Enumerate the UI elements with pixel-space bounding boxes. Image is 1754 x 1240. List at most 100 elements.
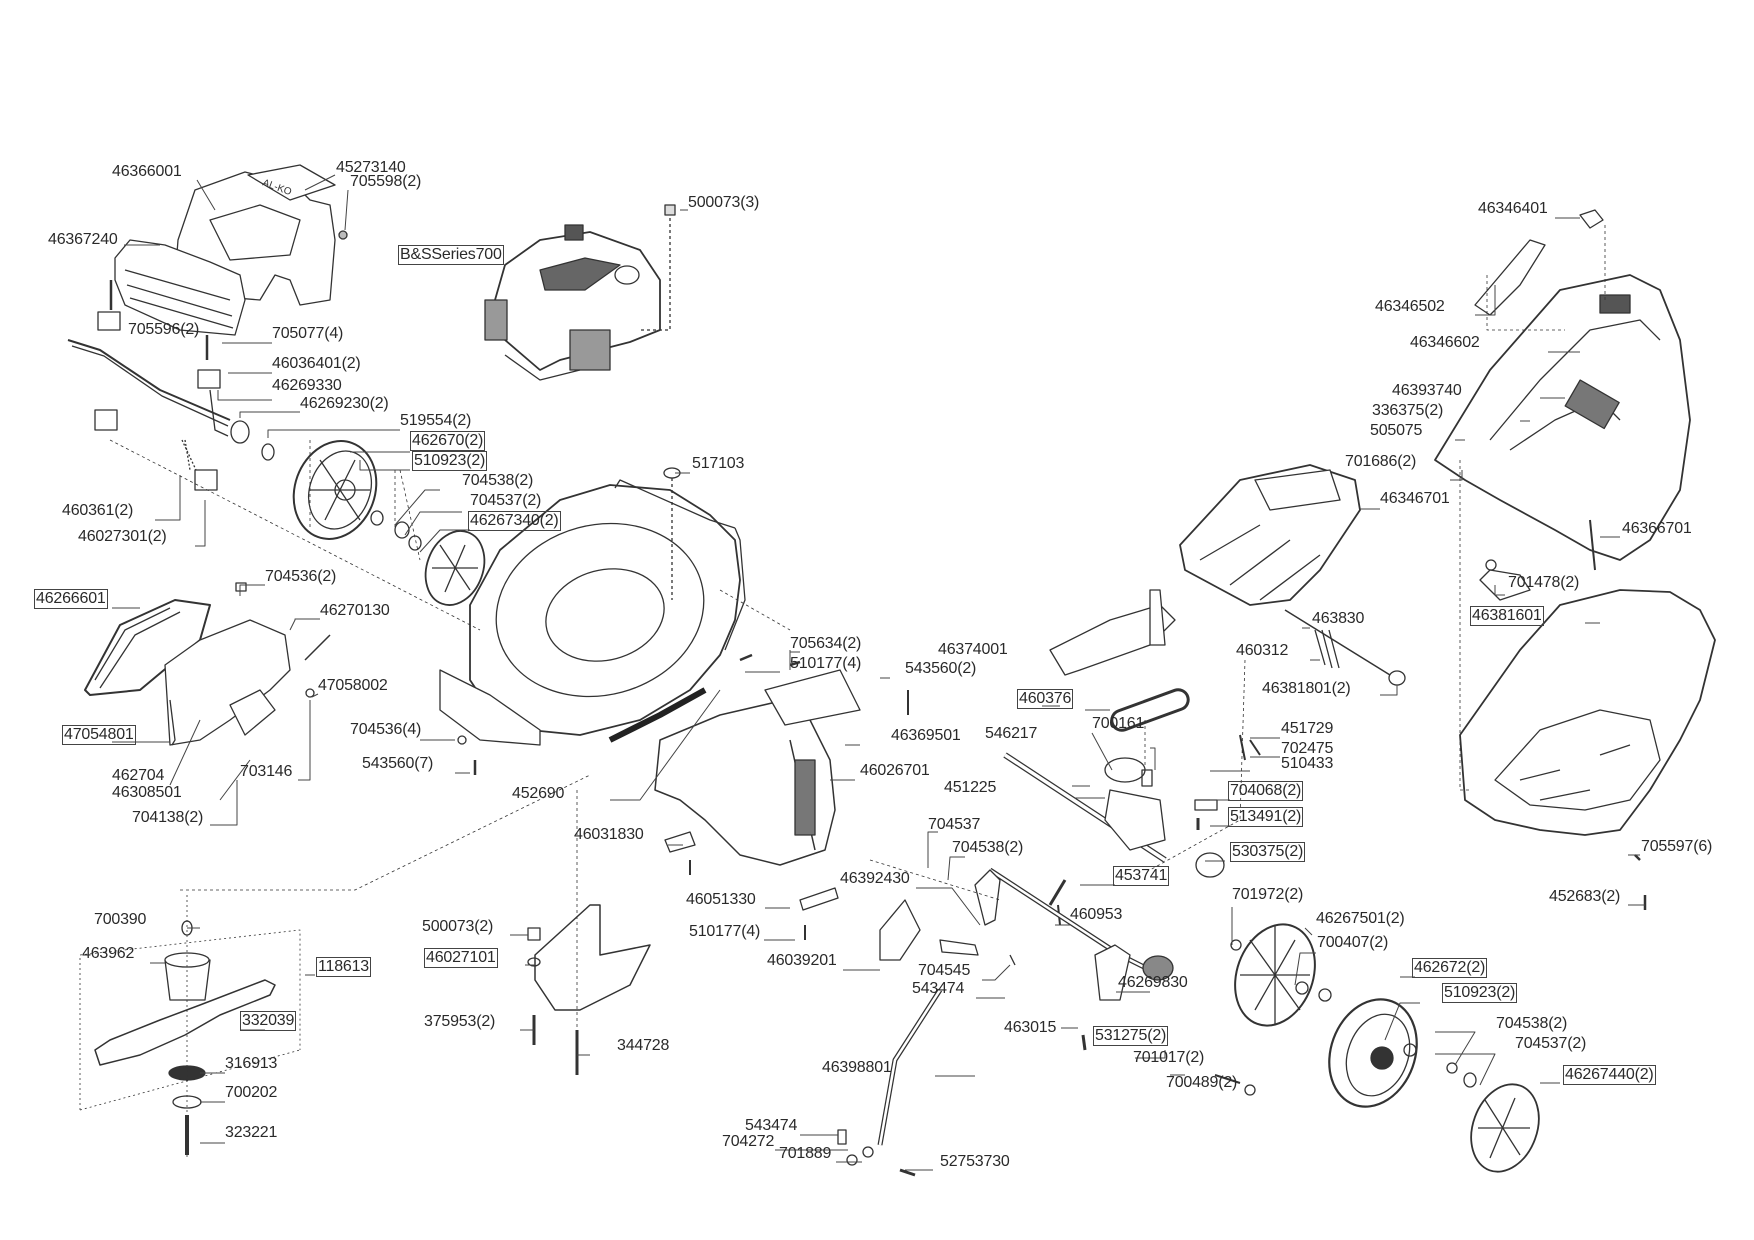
part-label-46267440[interactable]: 46267440(2)	[1563, 1065, 1656, 1085]
part-label-323221[interactable]: 323221	[225, 1124, 277, 1142]
part-label-46026701[interactable]: 46026701	[860, 762, 930, 780]
part-label-46269830[interactable]: 46269830	[1118, 974, 1188, 992]
part-label-517103[interactable]: 517103	[692, 455, 744, 473]
part-label-46369501[interactable]: 46369501	[891, 727, 961, 745]
part-label-510177[interactable]: 510177(4)	[790, 655, 861, 673]
part-label-375953[interactable]: 375953(2)	[424, 1013, 495, 1031]
part-label-453741[interactable]: 453741	[1113, 866, 1170, 886]
part-label-316913[interactable]: 316913	[225, 1055, 277, 1073]
part-label-543560[interactable]: 543560(2)	[905, 660, 976, 678]
part-label-460312[interactable]: 460312	[1236, 642, 1288, 660]
part-label-500073[interactable]: 500073(2)	[422, 918, 493, 936]
part-label-332039[interactable]: 332039	[240, 1011, 297, 1031]
part-label-452690[interactable]: 452690	[512, 785, 564, 803]
part-label-510177[interactable]: 510177(4)	[689, 923, 760, 941]
part-label-46392430[interactable]: 46392430	[840, 870, 910, 888]
part-label-46031830[interactable]: 46031830	[574, 826, 644, 844]
part-label-704538[interactable]: 704538(2)	[462, 472, 533, 490]
part-label-46270130[interactable]: 46270130	[320, 602, 390, 620]
part-label-704538[interactable]: 704538(2)	[1496, 1015, 1567, 1033]
part-label-46346502[interactable]: 46346502	[1375, 298, 1445, 316]
part-label-519554[interactable]: 519554(2)	[400, 412, 471, 430]
part-label-46051330[interactable]: 46051330	[686, 891, 756, 909]
part-label-46267501[interactable]: 46267501(2)	[1316, 910, 1405, 928]
part-label-701889[interactable]: 701889	[779, 1145, 831, 1163]
part-label-46346602[interactable]: 46346602	[1410, 334, 1480, 352]
part-label-463830[interactable]: 463830	[1312, 610, 1364, 628]
part-label-531275[interactable]: 531275(2)	[1093, 1026, 1169, 1046]
part-label-46381601[interactable]: 46381601	[1470, 606, 1544, 626]
part-label-47058002[interactable]: 47058002	[318, 677, 388, 695]
part-label-451225[interactable]: 451225	[944, 779, 996, 797]
part-label-46374001[interactable]: 46374001	[938, 641, 1008, 659]
part-label-46039201[interactable]: 46039201	[767, 952, 837, 970]
part-label-704536[interactable]: 704536(2)	[265, 568, 336, 586]
part-label-46308501[interactable]: 46308501	[112, 784, 182, 802]
part-label-704537[interactable]: 704537(2)	[470, 492, 541, 510]
part-label-46269330[interactable]: 46269330	[272, 377, 342, 395]
part-label-700407[interactable]: 700407(2)	[1317, 934, 1388, 952]
part-label-703146[interactable]: 703146	[240, 763, 292, 781]
part-label-701686[interactable]: 701686(2)	[1345, 453, 1416, 471]
part-label-463015[interactable]: 463015	[1004, 1019, 1056, 1037]
part-label-704545[interactable]: 704545	[918, 962, 970, 980]
part-label-543560[interactable]: 543560(7)	[362, 755, 433, 773]
part-label-462672[interactable]: 462672(2)	[1412, 958, 1488, 978]
part-label-462670[interactable]: 462670(2)	[410, 431, 486, 451]
part-label-52753730[interactable]: 52753730	[940, 1153, 1010, 1171]
part-label-46027101[interactable]: 46027101	[424, 948, 498, 968]
part-label-462704[interactable]: 462704	[112, 767, 164, 785]
part-label-700390[interactable]: 700390	[94, 911, 146, 929]
part-label-705597[interactable]: 705597(6)	[1641, 838, 1712, 856]
part-label-505075[interactable]: 505075	[1370, 422, 1422, 440]
part-label-46381801[interactable]: 46381801(2)	[1262, 680, 1351, 698]
part-label-46269230[interactable]: 46269230(2)	[300, 395, 389, 413]
part-label-452683[interactable]: 452683(2)	[1549, 888, 1620, 906]
part-label-704138[interactable]: 704138(2)	[132, 809, 203, 827]
part-label-46267340[interactable]: 46267340(2)	[468, 511, 561, 531]
part-label-46398801[interactable]: 46398801	[822, 1059, 892, 1077]
part-label-46366001[interactable]: 46366001	[112, 163, 182, 181]
part-label-704272[interactable]: 704272	[722, 1133, 774, 1151]
part-label-45273140[interactable]: 45273140	[336, 159, 406, 177]
part-label-704537[interactable]: 704537(2)	[1515, 1035, 1586, 1053]
part-label-510433[interactable]: 510433	[1281, 755, 1333, 773]
part-label-705596[interactable]: 705596(2)	[128, 321, 199, 339]
part-label-705077[interactable]: 705077(4)	[272, 325, 343, 343]
part-label-705598[interactable]: 705598(2)	[350, 173, 421, 191]
part-label-700489[interactable]: 700489(2)	[1166, 1074, 1237, 1092]
part-label-336375[interactable]: 336375(2)	[1372, 402, 1443, 420]
part-label-530375[interactable]: 530375(2)	[1230, 842, 1306, 862]
part-label-704538[interactable]: 704538(2)	[952, 839, 1023, 857]
part-label-704536[interactable]: 704536(4)	[350, 721, 421, 739]
part-label-510923[interactable]: 510923(2)	[1442, 983, 1518, 1003]
part-label-700161[interactable]: 700161	[1092, 715, 1144, 733]
part-label-704068[interactable]: 704068(2)	[1228, 781, 1304, 801]
part-label-546217[interactable]: 546217	[985, 725, 1037, 743]
part-label-46036401[interactable]: 46036401(2)	[272, 355, 361, 373]
part-label-47054801[interactable]: 47054801	[62, 725, 136, 745]
part-label-344728[interactable]: 344728	[617, 1037, 669, 1055]
part-label-46393740[interactable]: 46393740	[1392, 382, 1462, 400]
part-label-701972[interactable]: 701972(2)	[1232, 886, 1303, 904]
part-label-46027301[interactable]: 46027301(2)	[78, 528, 167, 546]
part-label-460376[interactable]: 460376	[1017, 689, 1074, 709]
part-label-513491[interactable]: 513491(2)	[1228, 807, 1304, 827]
part-label-460953[interactable]: 460953	[1070, 906, 1122, 924]
part-label-46366701[interactable]: 46366701	[1622, 520, 1692, 538]
part-label-46266601[interactable]: 46266601	[34, 589, 108, 609]
part-label-510923[interactable]: 510923(2)	[412, 451, 488, 471]
part-label-543474[interactable]: 543474	[912, 980, 964, 998]
part-label-704537[interactable]: 704537	[928, 816, 980, 834]
part-label-702475[interactable]: 702475	[1281, 740, 1333, 758]
part-label-451729[interactable]: 451729	[1281, 720, 1333, 738]
part-label-463962[interactable]: 463962	[82, 945, 134, 963]
part-label-500073[interactable]: 500073(3)	[688, 194, 759, 212]
engine-model-label[interactable]: B&SSeries700	[398, 245, 504, 265]
part-label-460361[interactable]: 460361(2)	[62, 502, 133, 520]
part-label-118613[interactable]: 118613	[316, 957, 372, 977]
part-label-701017[interactable]: 701017(2)	[1133, 1049, 1204, 1067]
part-label-701478[interactable]: 701478(2)	[1508, 574, 1579, 592]
part-label-46346401[interactable]: 46346401	[1478, 200, 1548, 218]
part-label-700202[interactable]: 700202	[225, 1084, 277, 1102]
